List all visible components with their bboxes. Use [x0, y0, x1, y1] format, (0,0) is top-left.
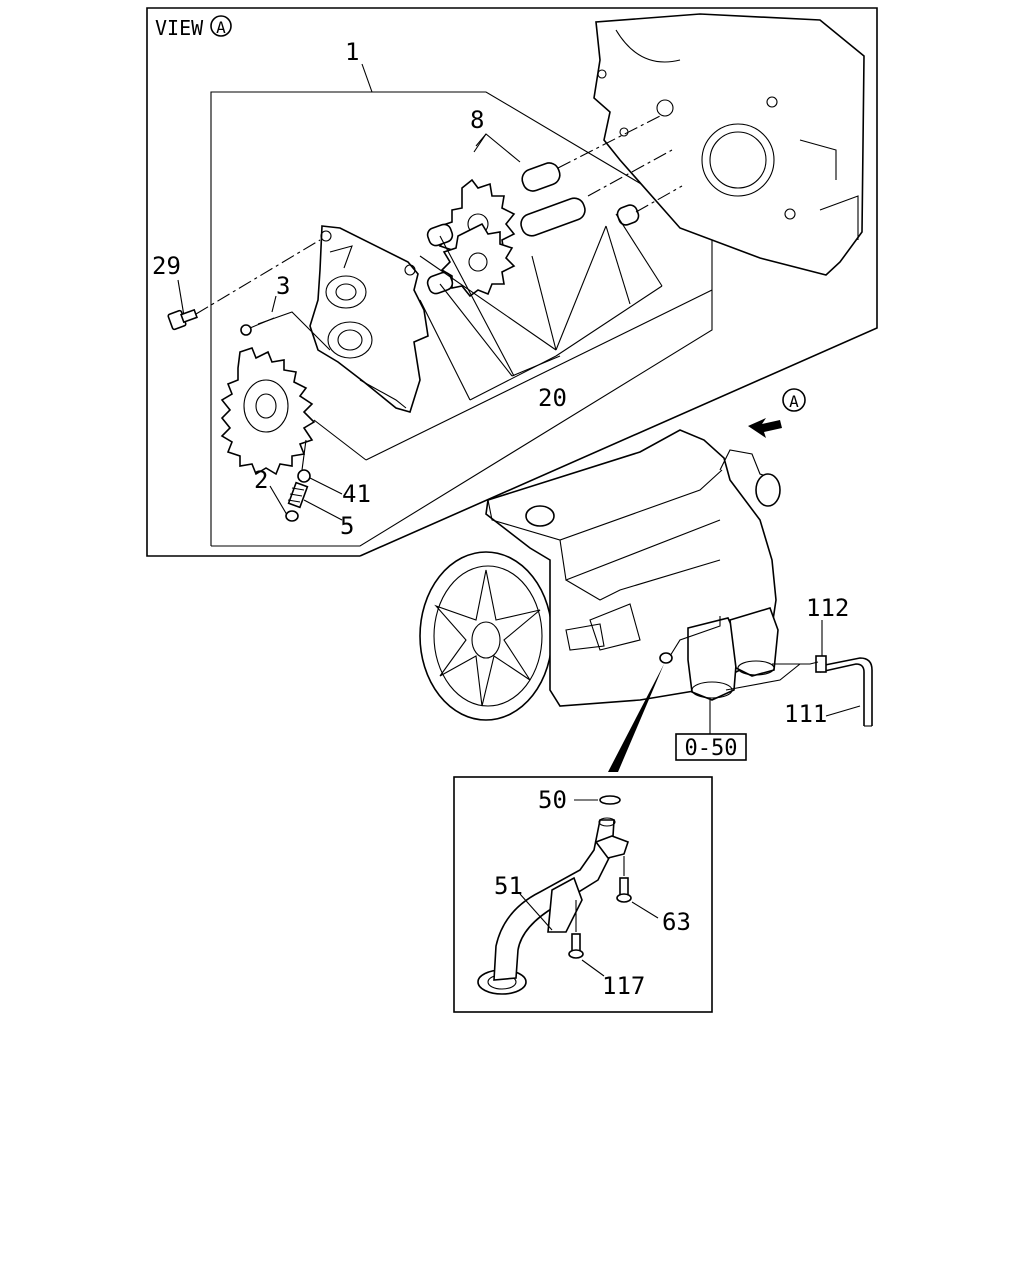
callout-63: 63 [662, 908, 691, 936]
bolt-3 [240, 317, 275, 336]
callout-50: 50 [538, 786, 567, 814]
callout-112: 112 [806, 594, 849, 622]
axis-line-1 [557, 115, 661, 169]
svg-text:A: A [216, 18, 226, 37]
leaders-view [177, 133, 713, 521]
callout-3: 3 [276, 272, 290, 300]
leader-117 [581, 959, 605, 977]
leader-111 [825, 705, 861, 717]
bushing [616, 204, 640, 226]
callout-2: 2 [254, 466, 268, 494]
pin-upper [521, 162, 561, 192]
engine-assembly [419, 429, 801, 721]
hose-111 [819, 657, 873, 727]
plug-2 [285, 510, 299, 522]
bolt-117 [568, 933, 584, 959]
drive-gear [220, 347, 316, 476]
detail-pointer [608, 664, 664, 772]
detail-frame [453, 776, 713, 1013]
bolt-29 [167, 308, 198, 331]
callout-8: 8 [470, 106, 484, 134]
axis-line-bolt [195, 239, 321, 315]
ref-box-0-50: 0-50 [675, 733, 747, 761]
oring-50 [599, 795, 621, 805]
engine-block-rear [593, 13, 865, 276]
shaft-long [520, 197, 586, 237]
clip-112 [815, 655, 827, 673]
callout-111: 111 [784, 700, 827, 728]
axis-line-3 [635, 185, 683, 213]
bolt-63 [616, 877, 632, 903]
svg-text:A: A [789, 392, 799, 411]
callout-51: 51 [494, 872, 523, 900]
strainer-pipe-51 [477, 817, 630, 995]
callout-117: 117 [602, 972, 645, 1000]
callout-20: 20 [538, 384, 567, 412]
leader-hose-join [772, 661, 819, 665]
callout-1: 1 [345, 38, 359, 66]
oil-pump-housing [309, 225, 429, 413]
svg-text:0-50: 0-50 [685, 736, 738, 761]
callout-29: 29 [152, 252, 181, 280]
view-label: VIEW [155, 16, 204, 40]
callout-5: 5 [340, 512, 354, 540]
view-marker-circle: A [210, 15, 232, 37]
ball-41 [297, 469, 311, 483]
gear-8b [440, 222, 516, 298]
leader-63 [631, 901, 659, 919]
direction-arrow-a: A [748, 388, 806, 438]
spring-5 [287, 481, 309, 509]
callout-41: 41 [342, 480, 371, 508]
leader-51 [519, 893, 553, 931]
view-a-frame [146, 7, 878, 557]
pin-mid [426, 223, 454, 247]
axis-line-2 [587, 149, 673, 197]
pin-low [426, 271, 454, 295]
